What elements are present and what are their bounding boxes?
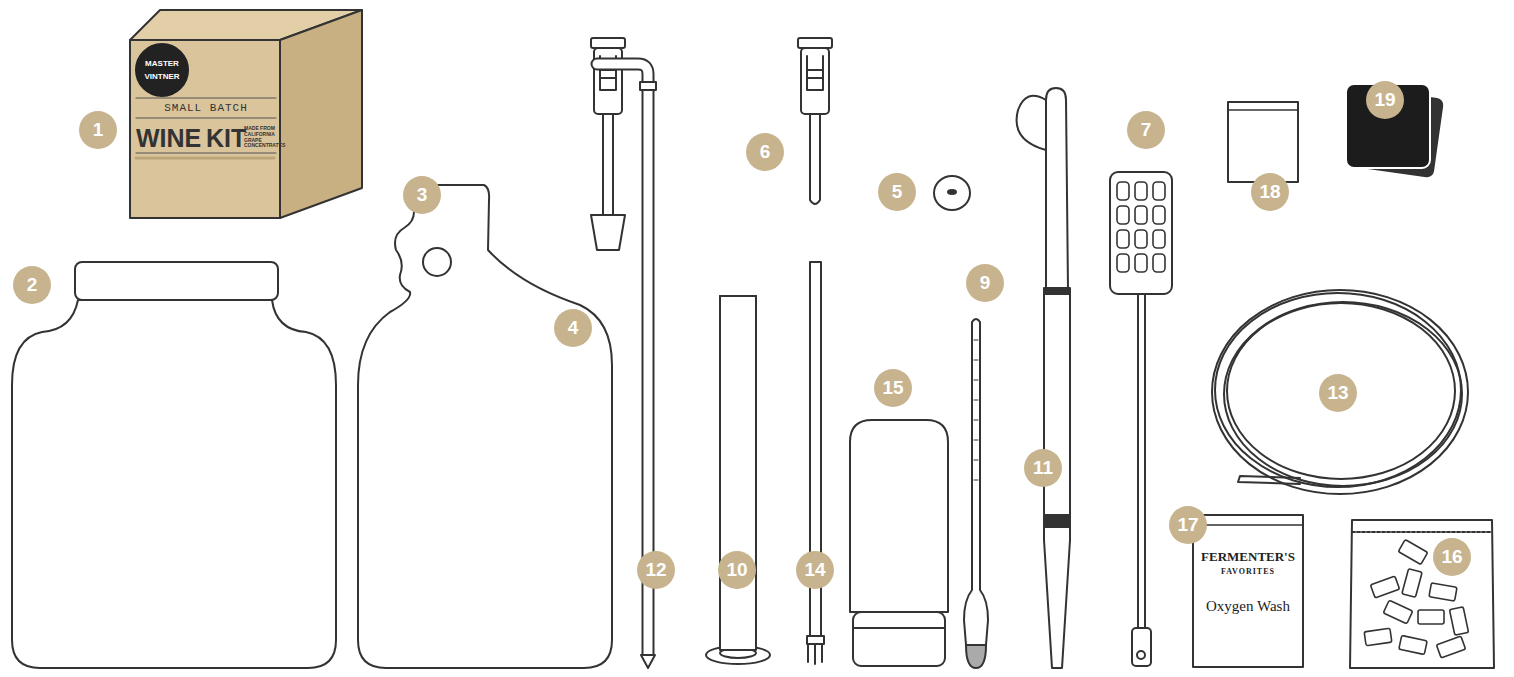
fermenting-jar bbox=[12, 262, 336, 668]
logo-text: MASTER bbox=[145, 59, 179, 68]
glass-jug bbox=[358, 185, 612, 668]
callout-number: 7 bbox=[1127, 111, 1165, 149]
callout-number: 11 bbox=[1024, 449, 1062, 487]
callout-number: 12 bbox=[637, 551, 675, 589]
box-title: WINE bbox=[136, 124, 201, 153]
callout-number: 6 bbox=[746, 133, 784, 171]
cleaning-bottle bbox=[850, 420, 948, 666]
yeast-packet bbox=[1228, 102, 1298, 182]
callout-number: 18 bbox=[1251, 173, 1289, 211]
kit-box bbox=[130, 10, 362, 218]
bag-brand: FAVORITES bbox=[1221, 567, 1275, 576]
test-jar bbox=[706, 296, 770, 664]
wand bbox=[807, 262, 824, 664]
bag-product: Oxygen Wash bbox=[1206, 598, 1290, 615]
callout-number: 17 bbox=[1169, 506, 1207, 544]
callout-number: 15 bbox=[874, 369, 912, 407]
box-title: KIT bbox=[206, 124, 246, 153]
callout-number: 19 bbox=[1366, 81, 1404, 119]
bag-brand: FERMENTER'S bbox=[1201, 549, 1295, 565]
grommet bbox=[934, 176, 970, 210]
bag-of-cubes bbox=[1350, 520, 1494, 668]
callout-number: 5 bbox=[878, 173, 916, 211]
callout-number: 2 bbox=[13, 266, 51, 304]
hydrometer bbox=[964, 319, 988, 668]
stirring-paddle bbox=[1110, 172, 1172, 666]
logo-text: VINTNER bbox=[144, 72, 179, 81]
callout-number: 10 bbox=[718, 551, 756, 589]
callout-number: 9 bbox=[966, 264, 1004, 302]
callout-number: 4 bbox=[554, 309, 592, 347]
callout-number: 1 bbox=[79, 111, 117, 149]
callout-number: 16 bbox=[1433, 538, 1471, 576]
callout-number: 13 bbox=[1319, 374, 1357, 412]
box-fine-print: MADE FROM CALIFORNIA GRAPE CONCENTRATES bbox=[244, 126, 278, 149]
tubing-coil bbox=[1212, 290, 1468, 494]
callout-number: 3 bbox=[403, 176, 441, 214]
wine-thief bbox=[1017, 88, 1070, 668]
box-subtitle: SMALL BATCH bbox=[164, 102, 248, 114]
callout-number: 14 bbox=[796, 551, 834, 589]
oxygen-wash-bag bbox=[1193, 515, 1303, 667]
